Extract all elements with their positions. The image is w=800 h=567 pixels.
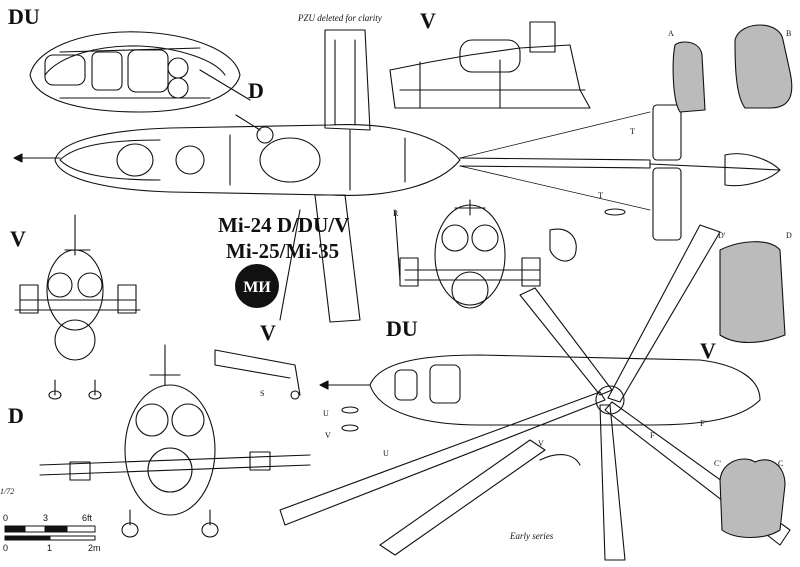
section-label-b: B xyxy=(786,29,792,38)
view-label-du-mid: DU xyxy=(386,316,418,341)
scale-m-tick-0: 0 xyxy=(3,543,9,553)
v-pylon-view xyxy=(214,349,301,400)
title-line-2: Mi-25/Mi-35 xyxy=(226,239,340,263)
section-label-d: D xyxy=(786,231,792,240)
centre-front-view xyxy=(399,199,577,309)
section-label-s: S xyxy=(260,389,265,398)
view-label-v-right: V xyxy=(700,338,716,363)
section-label-c: C xyxy=(778,459,784,468)
d-front-view xyxy=(39,344,311,538)
section-label-u1: U xyxy=(323,409,329,418)
v-upper-side-view xyxy=(389,21,591,109)
scale-ft-tick-0: 0 xyxy=(3,513,9,523)
du-cockpit-side-view xyxy=(29,31,261,131)
section-label-t2: T xyxy=(598,191,603,200)
mil-logo-text: МИ xyxy=(243,279,271,296)
scale-m-tick-1: 1 xyxy=(47,543,53,553)
section-label-r: R xyxy=(393,209,399,218)
section-label-d-prime: D' xyxy=(718,231,726,240)
view-label-d-top: D xyxy=(248,78,264,103)
scale-ft-tick-3: 3 xyxy=(43,513,49,523)
plan-view-fuselage xyxy=(13,29,781,323)
section-label-v1: V xyxy=(325,431,331,440)
section-label-c-prime: C' xyxy=(714,459,721,468)
scale-ratio: 1/72 xyxy=(0,487,15,496)
section-label-u2: U xyxy=(383,449,389,458)
mil-logo: МИ xyxy=(235,264,279,308)
du-v-lower-side-view xyxy=(279,224,791,561)
v-front-view xyxy=(14,214,141,400)
view-label-v-top: V xyxy=(420,8,436,33)
title-line-1: Mi-24 D/DU/V xyxy=(218,213,350,237)
section-label-t1: T xyxy=(630,127,635,136)
section-a-b xyxy=(672,24,793,113)
section-d-c xyxy=(719,241,786,538)
section-label-a: A xyxy=(668,29,674,38)
view-label-v-mid: V xyxy=(260,320,276,345)
scale-m-tick-2: 2m xyxy=(88,543,101,553)
scale-bar xyxy=(4,525,96,541)
view-label-v-left: V xyxy=(10,226,26,251)
view-label-du-top: DU xyxy=(8,4,40,29)
scale-ft-tick-6: 6ft xyxy=(82,513,93,523)
note-early-series: Early series xyxy=(510,531,554,541)
section-label-v2: V xyxy=(538,439,544,448)
note-pzu-deleted: PZU deleted for clarity xyxy=(298,13,382,23)
section-label-f: F xyxy=(650,431,655,440)
view-label-d-left: D xyxy=(8,403,24,428)
section-label-f2: F' xyxy=(700,419,706,428)
